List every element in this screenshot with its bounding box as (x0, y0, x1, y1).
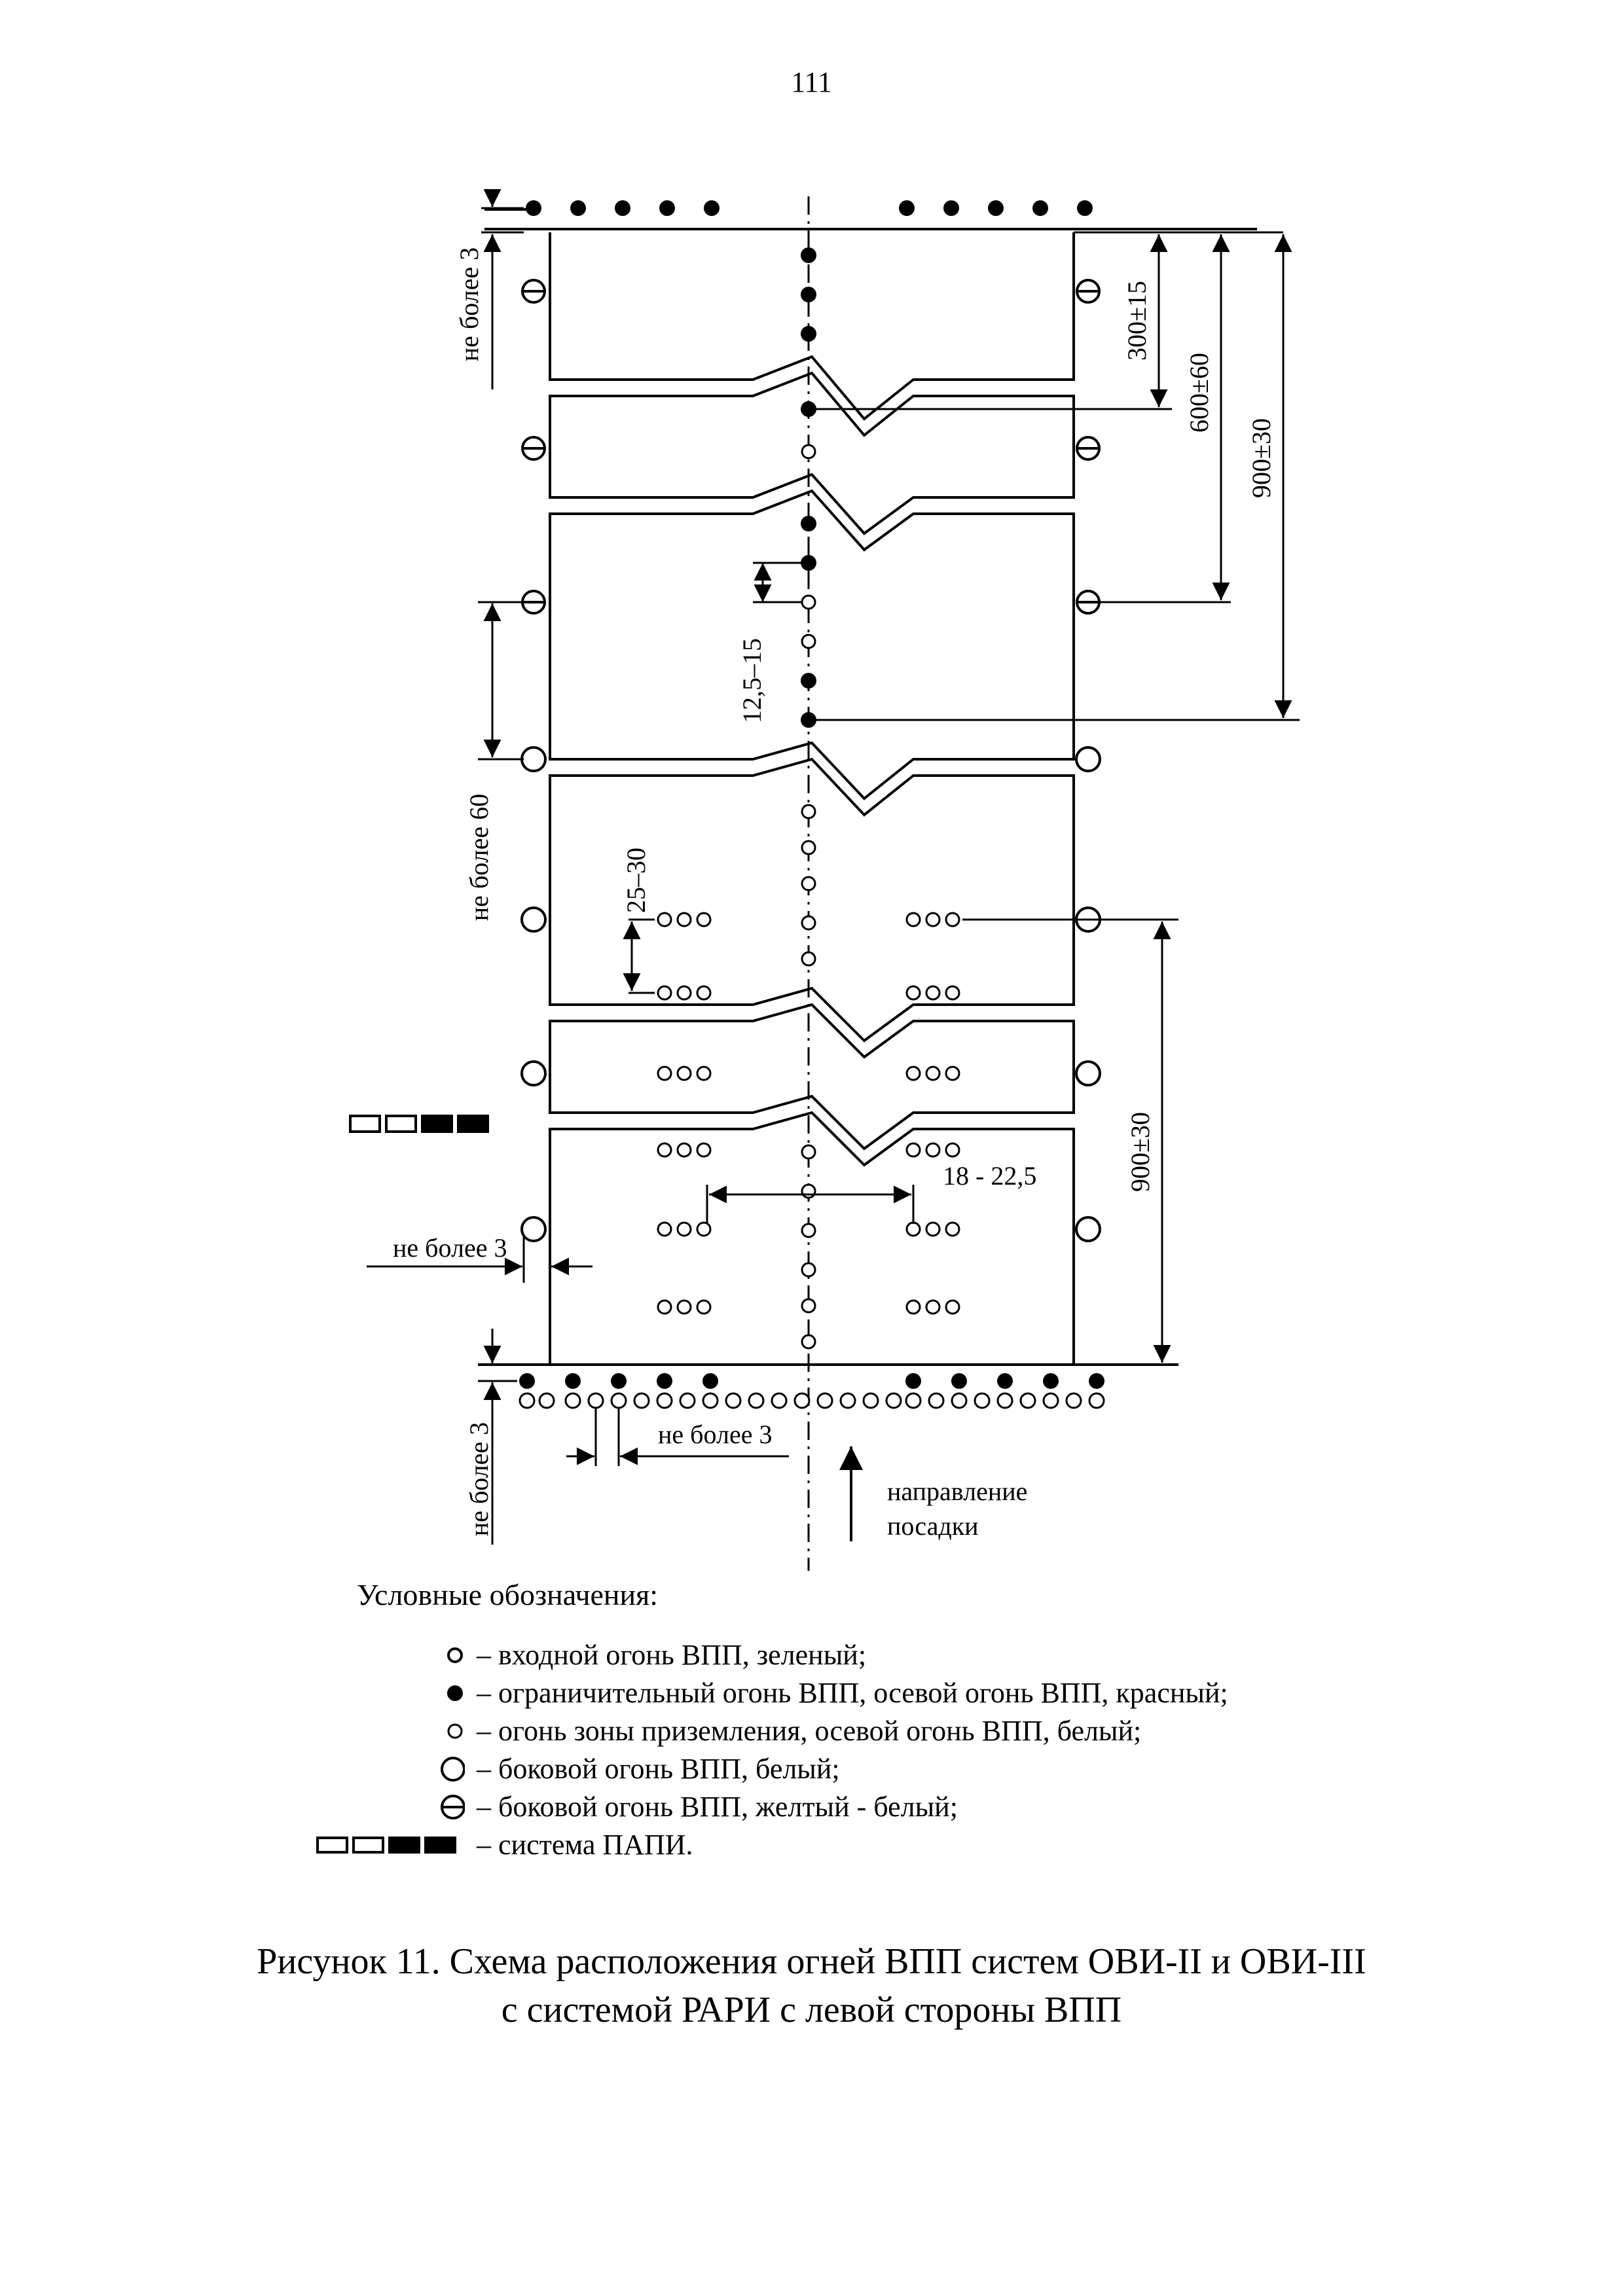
caption-line-1: Рисунок 11. Схема расположения огней ВПП… (257, 1941, 1366, 1982)
label-direction-2: посадки (887, 1511, 979, 1541)
legend-item-red: – ограничительный огонь ВПП, осевой огон… (308, 1674, 1421, 1712)
label-top-gap: не более 3 (454, 247, 484, 361)
edge-lights-white (520, 746, 1101, 1242)
green-threshold-light-icon (447, 1647, 463, 1663)
end-lights (526, 200, 1093, 216)
label-dim-600: 600±60 (1184, 353, 1214, 433)
white-edge-light-icon (441, 1757, 465, 1782)
threshold-red-lights (519, 1373, 1104, 1389)
label-bottom-gap: не более 3 (658, 1420, 772, 1449)
page-number: 111 (791, 66, 832, 98)
white-touchdown-light-icon (447, 1723, 463, 1739)
label-left-60: не более 60 (464, 794, 494, 921)
runway-break-2 (550, 473, 1074, 552)
papi-system-icon (316, 1837, 456, 1854)
label-edge-gap: не более 3 (393, 1233, 507, 1263)
runway-outline (478, 208, 1257, 1366)
edge-lights-yellow-white (521, 279, 1101, 615)
legend-title: Условные обозначения: (357, 1578, 659, 1611)
legend-item-papi: – система ПАПИ. (308, 1826, 1421, 1864)
label-direction-1: направление (887, 1477, 1027, 1506)
legend-item-green: – входной огонь ВПП, зеленый; (308, 1636, 1421, 1674)
yellow-white-edge-light-icon (441, 1795, 465, 1820)
red-end-light-icon (447, 1685, 463, 1701)
label-dim-25-30: 25–30 (621, 848, 651, 913)
caption-line-2: с системой РАРИ с левой стороны ВПП (501, 1990, 1122, 2030)
legend-item-white-edge: – боковой огонь ВПП, белый; (308, 1750, 1421, 1788)
legend-item-yellow-edge: – боковой огонь ВПП, желтый - белый; (308, 1788, 1421, 1826)
centerline-red-lights (801, 247, 816, 728)
legend-item-touchdown: – огонь зоны приземления, осевой огонь В… (308, 1712, 1421, 1750)
label-dim-12-15: 12,5–15 (737, 638, 767, 723)
runway-break-5 (550, 1094, 1074, 1167)
runway-break-1 (550, 355, 1074, 437)
runway-break-3 (550, 741, 1074, 817)
label-dim-900-top: 900±30 (1247, 418, 1276, 498)
papi-system (349, 1115, 489, 1133)
runway-break-4 (550, 986, 1074, 1059)
runway-lighting-diagram: не более 3 300±15 600±60 900±30 12,5–15 … (349, 189, 1300, 1571)
label-bottom-gap-left: не более 3 (464, 1422, 494, 1536)
label-dim-300: 300±15 (1122, 281, 1152, 361)
figure-caption: Рисунок 11. Схема расположения огней ВПП… (0, 1937, 1623, 2034)
threshold-green-lights (519, 1392, 1105, 1409)
legend: – входной огонь ВПП, зеленый; – ограничи… (308, 1636, 1421, 1864)
label-dim-900-bottom: 900±30 (1125, 1112, 1155, 1192)
label-dim-18-22: 18 - 22,5 (943, 1161, 1036, 1191)
touchdown-zone-lights (657, 912, 960, 1315)
